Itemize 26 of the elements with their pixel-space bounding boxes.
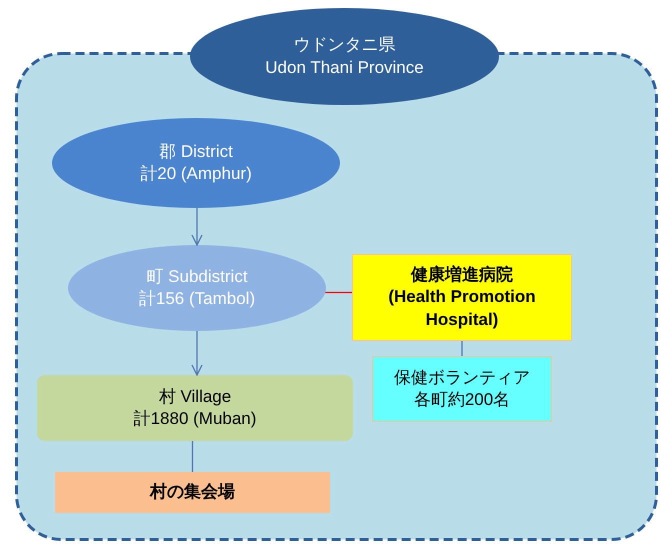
heading-text: 村 Village: [158, 386, 232, 408]
region-panel: [15, 52, 658, 541]
arrow: [191, 331, 203, 376]
heading-text: ウドンタニ県: [294, 34, 396, 56]
body-text: 計20 (Amphur): [140, 163, 252, 185]
body-text: 計1880 (Muban): [134, 408, 256, 430]
volunteer-box: [372, 356, 552, 422]
district-ellipse: [52, 118, 340, 208]
province-ellipse: [190, 8, 499, 105]
node-label: 村の集会場: [150, 481, 235, 504]
village-box: [37, 375, 353, 441]
connector-line: [325, 292, 352, 294]
connector-line: [461, 341, 463, 356]
body-text: (Health Promotion Hospital): [387, 286, 537, 331]
body-text: 計156 (Tambol): [138, 288, 256, 310]
heading-text: 保健ボランティア: [394, 366, 530, 389]
subdistrict-ellipse: [68, 245, 326, 331]
heading-text: 町 Subdistrict: [146, 266, 248, 288]
heading-text: 郡 District: [159, 140, 233, 163]
meeting-hall-box: [55, 472, 330, 513]
hospital-box: [352, 254, 572, 341]
heading-text: 健康増進病院: [411, 264, 513, 286]
body-text: Udon Thani Province: [265, 56, 424, 78]
body-text: 各町約200名: [414, 389, 510, 411]
connector-line: [192, 441, 194, 472]
arrow: [191, 208, 203, 246]
